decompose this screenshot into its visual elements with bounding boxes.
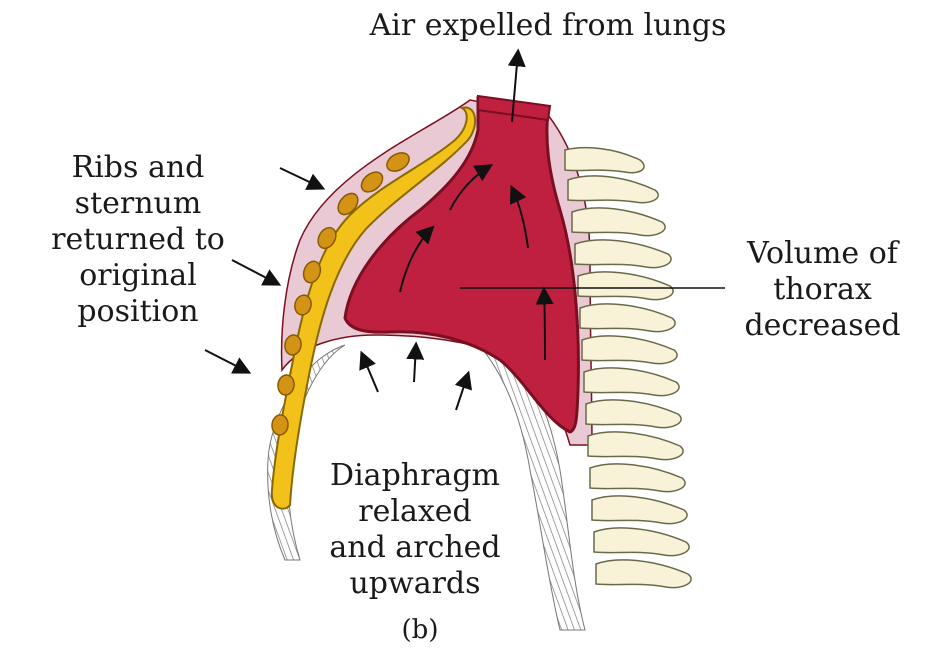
ribs-sternum-label: Ribs and sternum returned to original po… bbox=[18, 150, 258, 330]
air-expelled-label: Air expelled from lungs bbox=[318, 8, 778, 44]
ribs-line-5: position bbox=[18, 294, 258, 330]
panel-text: (b) bbox=[385, 612, 455, 648]
diaphragm-label: Diaphragm relaxed and arched upwards bbox=[290, 458, 540, 602]
diaphragm-line-2: relaxed bbox=[290, 494, 540, 530]
ribs-line-1: Ribs and bbox=[18, 150, 258, 186]
ribs-line-2: sternum bbox=[18, 186, 258, 222]
diaphragm-line-3: and arched bbox=[290, 530, 540, 566]
ribs-line-4: original bbox=[18, 258, 258, 294]
volume-line-3: decreased bbox=[715, 308, 930, 344]
air-expelled-text: Air expelled from lungs bbox=[318, 8, 778, 44]
volume-line-2: thorax bbox=[715, 272, 930, 308]
ribs-line-3: returned to bbox=[18, 222, 258, 258]
panel-label: (b) bbox=[385, 612, 455, 648]
volume-line-1: Volume of bbox=[715, 236, 930, 272]
diaphragm-line-1: Diaphragm bbox=[290, 458, 540, 494]
volume-thorax-label: Volume of thorax decreased bbox=[715, 236, 930, 344]
diaphragm-line-4: upwards bbox=[290, 566, 540, 602]
